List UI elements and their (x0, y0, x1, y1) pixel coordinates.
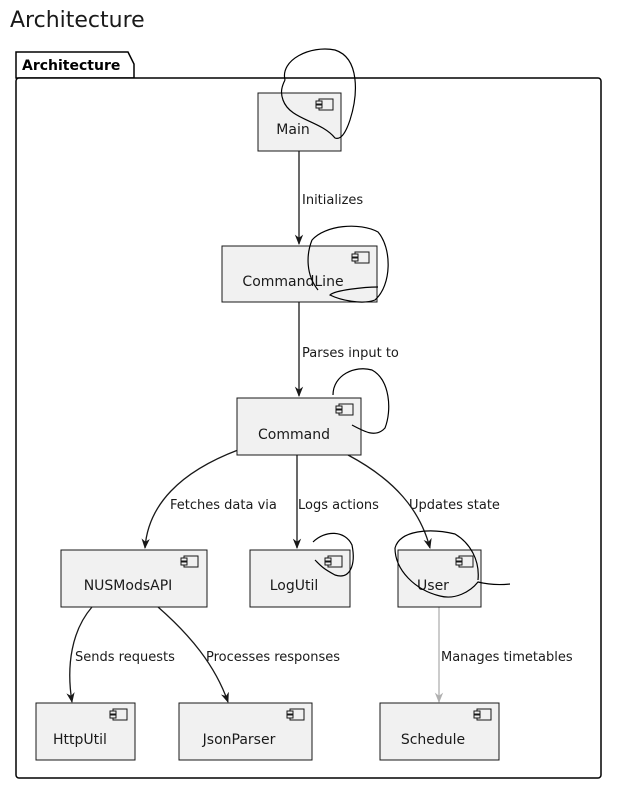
edge-labels: Initializes Parses input to Fetches data… (75, 193, 573, 665)
component-user[interactable]: User (397, 549, 482, 608)
edge-label-processes-responses: Processes responses (206, 650, 340, 665)
edge-label-sends-requests: Sends requests (75, 650, 175, 665)
scribble-commandline (307, 225, 389, 303)
component-schedule[interactable]: Schedule (379, 702, 500, 761)
scribble-command (332, 368, 390, 434)
component-label: HttpUtil (53, 732, 107, 748)
edge-updates-state (347, 454, 432, 550)
edge-label-parses-input: Parses input to (302, 346, 399, 361)
component-jsonparser[interactable]: JsonParser (178, 702, 313, 761)
package-label: Architecture (22, 58, 120, 74)
page-title: Architecture (10, 8, 145, 33)
component-label: CommandLine (242, 274, 343, 290)
component-label: User (417, 578, 449, 594)
component-icon (351, 251, 370, 264)
component-icon (180, 555, 199, 568)
edges (66, 151, 444, 704)
edge-label-manages-timetables: Manages timetables (441, 650, 573, 665)
component-label: Command (258, 427, 330, 443)
component-label: LogUtil (270, 578, 319, 594)
component-icon (315, 98, 334, 111)
component-label: Schedule (401, 732, 465, 748)
component-icon (473, 708, 492, 721)
scribble-logutil (312, 532, 354, 577)
component-nusmodsapi[interactable]: NUSModsAPI (60, 549, 208, 608)
component-main[interactable]: Main (257, 92, 342, 152)
edge-fetches-data (141, 449, 239, 550)
scribble-annotations (280, 48, 511, 598)
scribble-main (280, 48, 356, 140)
component-icon (335, 403, 354, 416)
component-logutil[interactable]: LogUtil (249, 549, 351, 608)
edge-label-updates-state: Updates state (409, 498, 500, 513)
edge-label-logs-actions: Logs actions (298, 498, 379, 513)
component-icon (286, 708, 305, 721)
component-label: JsonParser (202, 732, 276, 748)
edge-label-fetches-data: Fetches data via (170, 498, 277, 513)
component-httputil[interactable]: HttpUtil (35, 702, 136, 761)
edge-label-initializes: Initializes (302, 193, 363, 208)
scribble-user (394, 530, 511, 598)
edge-processes-responses (157, 606, 229, 703)
component-command[interactable]: Command (236, 397, 362, 456)
component-label: Main (276, 122, 309, 138)
component-icon (324, 555, 343, 568)
component-icon (455, 555, 474, 568)
edge-sends-requests (66, 606, 93, 704)
component-label: NUSModsAPI (84, 578, 173, 594)
component-icon (109, 708, 128, 721)
component-commandline[interactable]: CommandLine (221, 245, 378, 303)
